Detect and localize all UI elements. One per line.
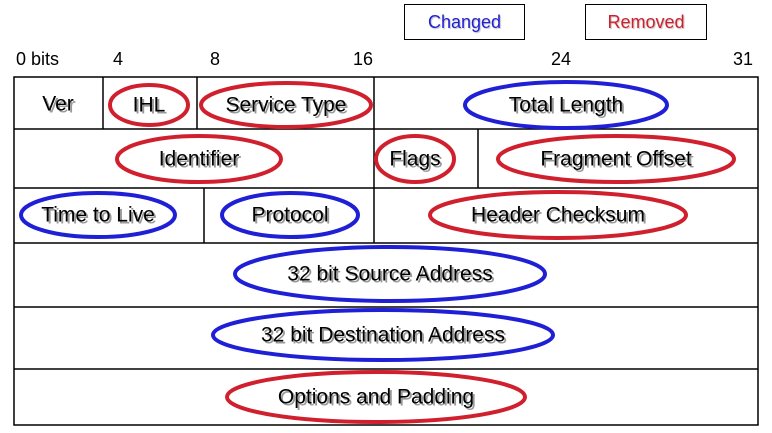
svg-text:Service Type: Service Type	[225, 94, 346, 117]
bit-label-31: 31	[733, 49, 754, 69]
svg-text:Protocol: Protocol	[253, 206, 330, 229]
svg-text:Fragment Offset: Fragment Offset	[540, 148, 692, 171]
svg-text:32 bit Destination Address: 32 bit Destination Address	[261, 324, 505, 347]
field-label-protocol: Protocol Protocol	[251, 204, 330, 229]
field-label-options-padding: Options and Padding Options and Padding	[278, 386, 476, 411]
fragment-offset-removed-oval	[496, 134, 736, 184]
field-label-ihl: IHL IHL	[133, 94, 168, 119]
ihl-removed-oval	[108, 83, 190, 127]
bit-label-16: 16	[353, 49, 374, 69]
svg-text:32 bit Destination Address: 32 bit Destination Address	[263, 326, 507, 349]
bit-label-4: 4	[113, 49, 124, 69]
service-type-removed-oval	[199, 81, 373, 129]
protocol-changed-oval	[220, 191, 360, 239]
svg-text:Total Length: Total Length	[509, 94, 623, 117]
field-label-source-address: 32 bit Source Address 32 bit Source Addr…	[287, 263, 494, 288]
field-label-fragment-offset: Fragment Offset Fragment Offset	[540, 148, 694, 173]
bit-label-24: 24	[551, 49, 572, 69]
field-label-flags: Flags Flags	[389, 148, 442, 173]
svg-text:Time to Live: Time to Live	[41, 204, 155, 227]
svg-text:IHL: IHL	[133, 94, 166, 117]
svg-text:32 bit Source Address: 32 bit Source Address	[289, 265, 494, 288]
svg-text:Service Type: Service Type	[227, 96, 348, 119]
svg-text:Ver: Ver	[42, 93, 74, 116]
svg-text:Options and Padding: Options and Padding	[280, 388, 476, 411]
legend-removed-label: Removed	[607, 11, 685, 32]
flags-removed-oval	[374, 134, 456, 184]
svg-text:Flags: Flags	[391, 150, 442, 173]
field-label-header-checksum: Header Checksum Header Checksum	[471, 204, 647, 229]
bit-label-0: 0 bits	[16, 49, 60, 69]
bit-label-8: 8	[210, 49, 221, 69]
svg-text:32 bit Source Address: 32 bit Source Address	[287, 263, 492, 286]
legend-changed: Changed	[404, 4, 525, 40]
svg-text:Ver: Ver	[44, 95, 76, 118]
header-checksum-removed-oval	[428, 190, 688, 240]
field-label-destination-address: 32 bit Destination Address 32 bit Destin…	[261, 324, 507, 349]
svg-text:IHL: IHL	[135, 96, 168, 119]
svg-text:Header Checksum: Header Checksum	[471, 204, 645, 227]
svg-text:Header Checksum: Header Checksum	[473, 206, 647, 229]
svg-text:Protocol: Protocol	[251, 204, 328, 227]
svg-text:Flags: Flags	[389, 148, 440, 171]
svg-text:Identifier: Identifier	[161, 150, 242, 173]
field-label-ver: Ver Ver	[42, 93, 76, 118]
options-padding-removed-oval	[225, 370, 527, 424]
field-label-time-to-live: Time to Live Time to Live	[41, 204, 157, 229]
legend-removed: Removed	[585, 4, 707, 40]
header-grid	[13, 76, 759, 426]
svg-text:Identifier: Identifier	[159, 148, 240, 171]
header-outline	[13, 76, 759, 426]
destination-address-changed-oval	[211, 308, 555, 362]
time-to-live-changed-oval	[19, 191, 177, 239]
field-label-total-length: Total Length Total Length	[509, 94, 625, 119]
svg-text:Options and Padding: Options and Padding	[278, 386, 474, 409]
svg-text:Total Length: Total Length	[511, 96, 625, 119]
field-label-service-type: Service Type Service Type	[225, 94, 348, 119]
svg-text:Fragment Offset: Fragment Offset	[542, 150, 694, 173]
field-label-identifier: Identifier Identifier	[159, 148, 242, 173]
total-length-changed-oval	[463, 80, 669, 130]
identifier-removed-oval	[115, 134, 283, 184]
source-address-changed-oval	[233, 245, 547, 303]
svg-text:Time to Live: Time to Live	[43, 206, 157, 229]
legend-changed-label: Changed	[427, 11, 502, 32]
